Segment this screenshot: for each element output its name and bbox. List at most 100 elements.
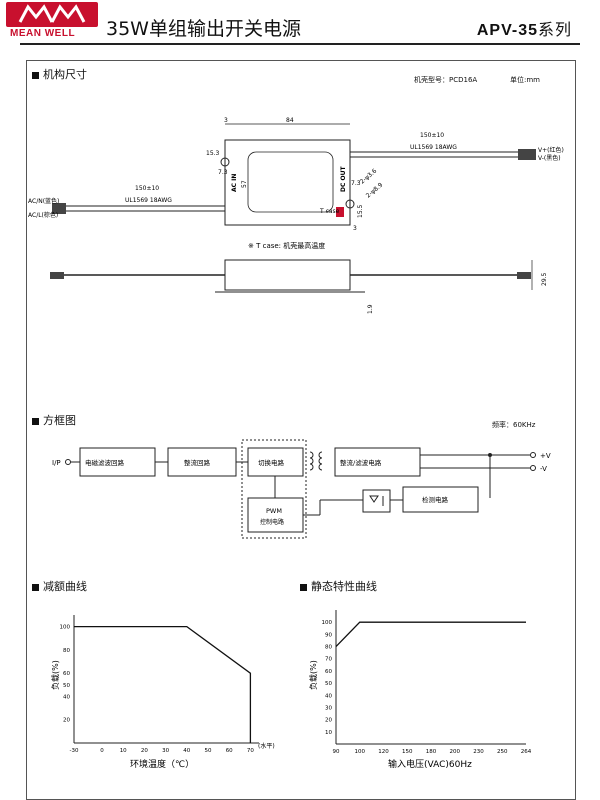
derating-ytick: 60 xyxy=(63,671,70,677)
dim-19: 1.9 xyxy=(367,304,374,314)
case-top-view xyxy=(224,139,351,226)
in-wire-spec: UL1569 18AWG xyxy=(125,197,172,204)
static-chart: 负载(%) 输入电压(VAC)60Hz 10090807060504030201… xyxy=(308,610,532,770)
primary-group xyxy=(241,439,307,539)
dim-len: 84 xyxy=(286,117,294,124)
static-ytick: 90 xyxy=(325,632,332,638)
case-label: 机壳型号：PCD16A xyxy=(414,76,478,84)
rect-text: 整流回路 xyxy=(184,458,211,467)
static-xtick: 100 xyxy=(355,749,366,755)
static-ytick: 70 xyxy=(325,657,332,663)
static-xtick: 230 xyxy=(473,749,484,755)
tcase-mark: T case xyxy=(319,208,340,215)
vplus-label: +V xyxy=(540,452,551,460)
vminus-label: -V xyxy=(540,465,547,473)
derating-xtick: 50 xyxy=(205,748,212,754)
derating-ytick: 50 xyxy=(63,683,70,689)
static-xtick: 264 xyxy=(521,749,532,755)
detect-text: 检测电路 xyxy=(422,495,449,504)
static-ytick: 60 xyxy=(325,669,332,675)
out-wire-spec: UL1569 18AWG xyxy=(410,144,457,151)
logo-mark xyxy=(6,2,98,27)
series-title: APV-35系列 xyxy=(477,16,572,40)
dim-15: 15.3 xyxy=(206,150,220,157)
static-ytick: 30 xyxy=(325,705,332,711)
derating-xtick: 0 xyxy=(100,748,104,754)
tcase-point xyxy=(336,207,344,217)
derating-ytick: 20 xyxy=(63,718,70,724)
static-xtick: 90 xyxy=(333,749,340,755)
vminus-wire: V-(黑色) xyxy=(538,154,561,162)
dim-3b: 3 xyxy=(353,225,357,232)
tcase-note: ※ T case: 机壳最高温度 xyxy=(248,241,325,250)
freq-label: 频率：60KHz xyxy=(492,421,536,429)
transformer-primary xyxy=(309,451,314,471)
page-title: 35W单组输出开关电源 xyxy=(106,18,301,40)
static-ytick: 80 xyxy=(325,645,332,651)
dim-295: 29.5 xyxy=(541,272,548,286)
hole-1: 2-ψ3.6 xyxy=(359,168,379,186)
dc-out-label: DC OUT xyxy=(340,166,347,192)
static-xlabel: 输入电压(VAC)60Hz xyxy=(388,758,472,770)
derating-ytick: 100 xyxy=(60,625,71,631)
input-wire-tips xyxy=(52,203,66,214)
derating-xunit: (水平) xyxy=(258,742,275,750)
mechanical-drawing: 150±10 UL1569 18AWG V+(红色) V-(黑色) 150±10… xyxy=(28,117,564,314)
derating-xlabel: 环境温度（℃） xyxy=(130,758,194,770)
static-xtick: 180 xyxy=(426,749,437,755)
transformer-secondary xyxy=(318,451,323,471)
rectfilter-block xyxy=(334,447,421,477)
derating-xtick: 40 xyxy=(183,748,190,754)
derating-xtick: 60 xyxy=(226,748,233,754)
pwm-block xyxy=(247,497,304,533)
vplus-wire: V+(红色) xyxy=(538,146,564,154)
acn-wire: AC/N(蓝色) xyxy=(28,197,59,205)
derating-ytick: 80 xyxy=(63,648,70,654)
pwm-sub: 控制电路 xyxy=(260,518,284,526)
static-xtick: 150 xyxy=(402,749,413,755)
derating-xtick: 70 xyxy=(247,748,254,754)
mech-heading: 机构尺寸 xyxy=(32,66,87,82)
output-wire-tips xyxy=(518,149,536,160)
static-ytick: 100 xyxy=(322,620,333,626)
derating-xtick: 10 xyxy=(120,748,127,754)
static-ylabel: 负载(%) xyxy=(308,660,318,690)
ip-label: I/P xyxy=(52,459,61,467)
static-xtick: 120 xyxy=(378,749,389,755)
dim-3: 3 xyxy=(224,117,228,124)
series-suffix: 系列 xyxy=(537,22,572,39)
derating-xtick: 30 xyxy=(162,748,169,754)
dim-57: 57 xyxy=(241,180,248,188)
static-ytick: 10 xyxy=(325,730,332,736)
pwm-text: PWM xyxy=(266,507,282,515)
brand-logo: MEAN WELL xyxy=(6,2,98,40)
dim-155: 15.5 xyxy=(357,204,364,218)
brand-name: MEAN WELL xyxy=(10,28,76,39)
series-model: APV-35 xyxy=(476,22,538,39)
static-ytick: 40 xyxy=(325,693,332,699)
static-xtick: 200 xyxy=(450,749,461,755)
static-ytick: 50 xyxy=(325,681,332,687)
ac-in-label: AC IN xyxy=(231,174,238,192)
hole-2: 2-ψ8.9 xyxy=(365,182,385,200)
derating-ylabel: 负载(%) xyxy=(50,660,60,690)
optocoupler xyxy=(362,489,391,513)
block-heading: 方框图 xyxy=(32,412,76,428)
header-divider xyxy=(20,43,580,45)
static-series-line xyxy=(335,621,526,647)
acl-wire: AC/L(棕色) xyxy=(28,211,58,219)
in-wire-len: 150±10 xyxy=(135,185,159,192)
derating-series-line xyxy=(74,625,252,743)
derating-ytick: 40 xyxy=(63,694,70,700)
switch-text: 切换电路 xyxy=(258,458,285,467)
static-xtick: 250 xyxy=(497,749,508,755)
out-wire-len: 150±10 xyxy=(420,132,444,139)
dim-73a: 7.3 xyxy=(218,169,228,176)
rectfilter-text: 整流/滤波电路 xyxy=(340,458,382,467)
dim-73b: 7.3 xyxy=(351,180,361,187)
label-area xyxy=(247,151,334,213)
case-side-view xyxy=(224,259,351,291)
block-diagram: I/P 电磁滤波回路 整流回路 切换电路 PWM 控制电路 整流/滤波电路 +V… xyxy=(52,439,551,539)
